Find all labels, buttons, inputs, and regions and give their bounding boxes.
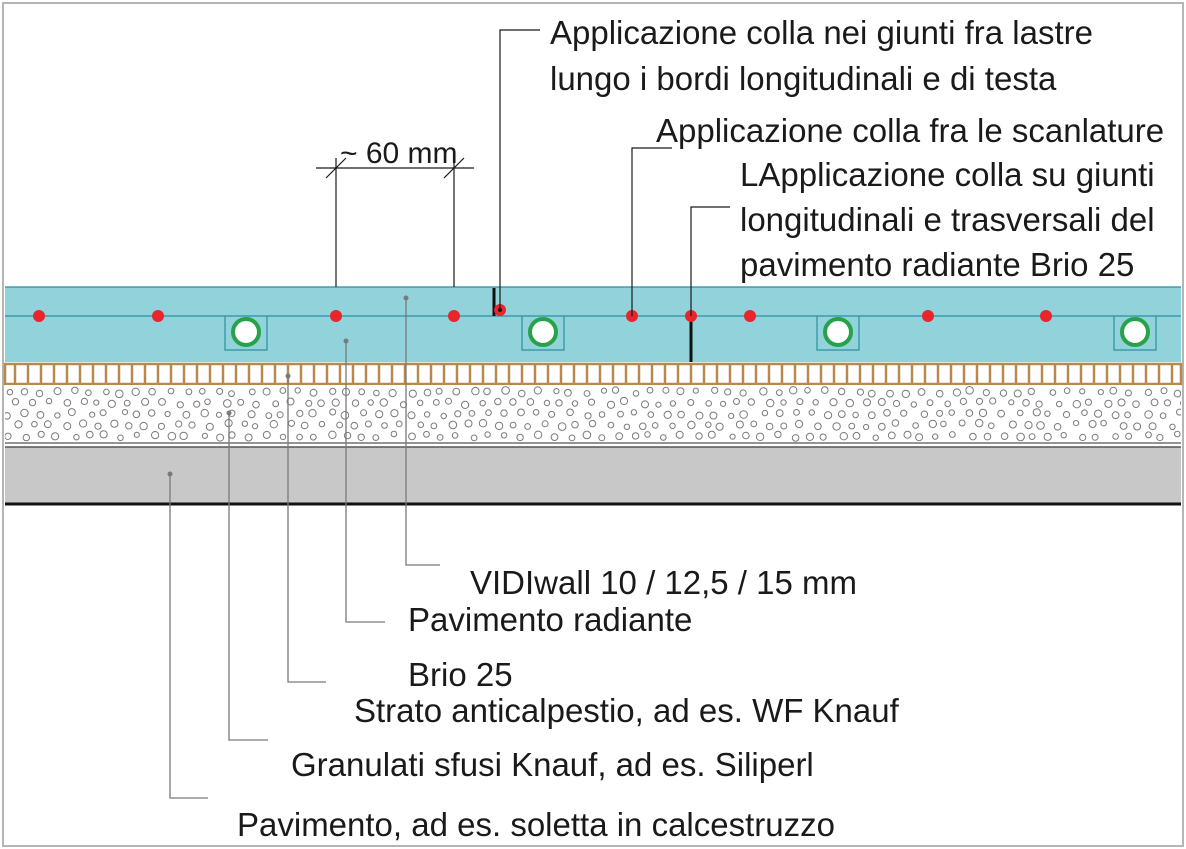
label-glue-brio-line3: pavimento radiante Brio 25	[740, 246, 1134, 283]
spacing-label: ~ 60 mm	[340, 137, 458, 170]
label-radiant-floor: Pavimento radiante	[408, 601, 692, 638]
label-brio: Brio 25	[408, 656, 513, 693]
label-impact-layer: Strato anticalpestio, ad es. WF Knauf	[354, 692, 900, 729]
label-vidiwall: VIDIwall 10 / 12,5 / 15 mm	[470, 564, 857, 601]
label-glue-joints-line1: Applicazione colla nei giunti fra lastre	[550, 14, 1093, 51]
vidiwall-board-layer	[5, 287, 1181, 362]
callout-leaders-bottom	[169, 298, 440, 799]
callout-leaders-top	[499, 29, 730, 316]
adhesive-dot-icon	[448, 310, 460, 322]
adhesive-dot-icon	[922, 310, 934, 322]
leader-end-dots	[167, 295, 409, 477]
adhesive-dot-icon	[152, 310, 164, 322]
concrete-slab-layer	[5, 446, 1181, 506]
label-slab: Pavimento, ad es. soletta in calcestruzz…	[237, 806, 835, 843]
adhesive-dot-icon	[330, 310, 342, 322]
label-glue-joints-line2: lungo i bordi longitudinali e di testa	[550, 60, 1057, 97]
leader-dot-icon	[498, 308, 502, 312]
pipe-grooves	[224, 316, 1157, 351]
heating-pipe-icon	[1120, 317, 1150, 347]
heating-pipe-icon	[528, 317, 558, 347]
adhesive-dots	[33, 304, 1052, 322]
label-glue-brio-line1: LApplicazione colla su giunti	[740, 156, 1155, 193]
adhesive-dot-icon	[744, 310, 756, 322]
label-glue-grooves: Applicazione colla fra le scanlature	[656, 112, 1164, 149]
impact-insulation-layer	[3, 362, 1183, 386]
heating-pipe-icon	[823, 317, 853, 347]
spacing-dimension	[316, 157, 474, 287]
granulate-layer	[5, 385, 1181, 444]
heating-pipe-icon	[231, 317, 261, 347]
label-granulate: Granulati sfusi Knauf, ad es. Siliperl	[291, 746, 814, 783]
adhesive-dot-icon	[33, 310, 45, 322]
label-glue-brio-line2: longitudinali e trasversali del	[740, 201, 1155, 238]
adhesive-dot-icon	[1040, 310, 1052, 322]
